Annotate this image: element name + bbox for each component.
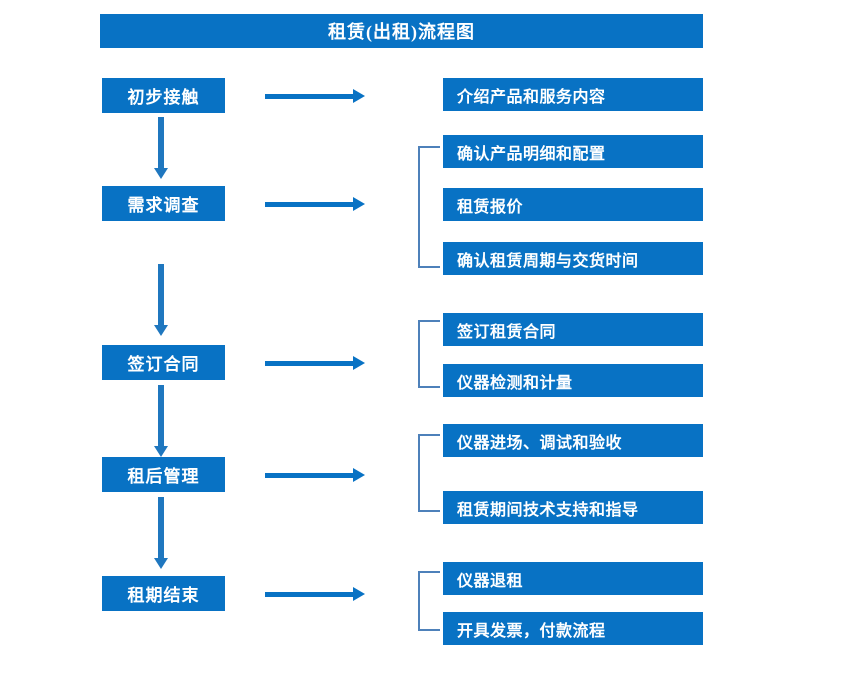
arrow-shaft [265, 202, 355, 207]
arrow-shaft [265, 94, 355, 99]
flow-arrow-right-2 [265, 196, 365, 212]
flow-arrow-down-1 [153, 117, 169, 179]
detail-box-1-1[interactable]: 介绍产品和服务内容 [443, 78, 703, 111]
arrow-head-icon [154, 168, 168, 179]
arrow-head-icon [353, 197, 365, 211]
page-title: 租赁(出租)流程图 [100, 14, 703, 48]
flow-arrow-down-4 [153, 497, 169, 569]
flow-arrow-right-3 [265, 355, 365, 371]
arrow-shaft [265, 473, 355, 478]
flow-arrow-down-3 [153, 385, 169, 457]
arrow-head-icon [353, 356, 365, 370]
flow-arrow-down-2 [153, 264, 169, 336]
group-bracket-2 [418, 146, 440, 268]
arrow-shaft [158, 117, 164, 169]
group-bracket-3 [418, 320, 440, 388]
arrow-head-icon [154, 558, 168, 569]
flow-arrow-right-5 [265, 586, 365, 602]
flow-arrow-right-1 [265, 88, 365, 104]
arrow-head-icon [154, 325, 168, 336]
stage-box-1[interactable]: 初步接触 [102, 78, 225, 113]
group-bracket-4 [418, 434, 440, 512]
arrow-shaft [158, 385, 164, 447]
detail-box-2-3[interactable]: 确认租赁周期与交货时间 [443, 242, 703, 275]
arrow-shaft [158, 497, 164, 559]
detail-box-2-2[interactable]: 租赁报价 [443, 188, 703, 221]
group-bracket-5 [418, 571, 440, 631]
arrow-shaft [265, 361, 355, 366]
stage-box-3[interactable]: 签订合同 [102, 345, 225, 380]
detail-box-4-2[interactable]: 租赁期间技术支持和指导 [443, 491, 703, 524]
arrow-shaft [265, 592, 355, 597]
arrow-head-icon [353, 468, 365, 482]
detail-box-3-1[interactable]: 签订租赁合同 [443, 313, 703, 346]
detail-box-5-1[interactable]: 仪器退租 [443, 562, 703, 595]
stage-box-5[interactable]: 租期结束 [102, 576, 225, 611]
flow-arrow-right-4 [265, 467, 365, 483]
arrow-shaft [158, 264, 164, 326]
detail-box-2-1[interactable]: 确认产品明细和配置 [443, 135, 703, 168]
arrow-head-icon [154, 446, 168, 457]
detail-box-3-2[interactable]: 仪器检测和计量 [443, 364, 703, 397]
arrow-head-icon [353, 89, 365, 103]
detail-box-4-1[interactable]: 仪器进场、调试和验收 [443, 424, 703, 457]
arrow-head-icon [353, 587, 365, 601]
stage-box-4[interactable]: 租后管理 [102, 457, 225, 492]
stage-box-2[interactable]: 需求调查 [102, 186, 225, 221]
detail-box-5-2[interactable]: 开具发票，付款流程 [443, 612, 703, 645]
